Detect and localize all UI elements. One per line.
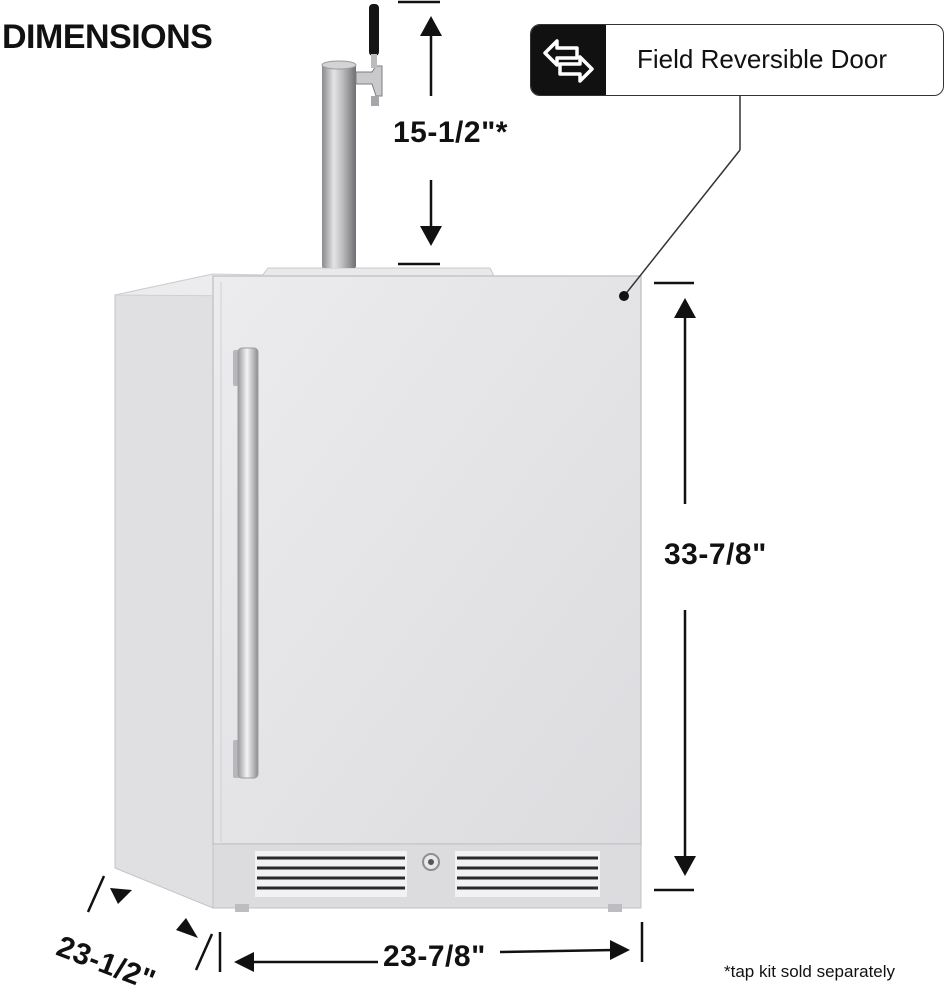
page-title: DIMENSIONS	[2, 18, 213, 56]
reverse-arrows-icon	[531, 25, 606, 95]
tap-height-dimension-line	[398, 0, 442, 266]
door-handle	[237, 347, 259, 779]
depth-dimension-line	[86, 875, 214, 971]
tap-tower	[322, 64, 356, 268]
cabinet-side-panel	[114, 273, 214, 909]
tap-height-label: 15-1/2"*	[393, 116, 508, 149]
foot-right	[608, 904, 622, 912]
width-dimension-line	[218, 922, 644, 972]
tap-faucet	[355, 65, 383, 97]
grille-slats	[257, 856, 598, 890]
callout-leader-dot	[619, 291, 629, 301]
foot-left	[235, 904, 249, 912]
field-reversible-door-callout: Field Reversible Door	[530, 24, 944, 96]
callout-label: Field Reversible Door	[637, 44, 887, 74]
unit-height-dimension-line	[654, 281, 696, 892]
drip-plate	[261, 267, 495, 277]
door-panel	[212, 275, 642, 845]
tap-handle	[369, 4, 379, 56]
width-label: 23-7/8"	[383, 940, 486, 973]
footnote: *tap kit sold separately	[724, 962, 896, 981]
unit-height-label: 33-7/8"	[664, 538, 767, 571]
